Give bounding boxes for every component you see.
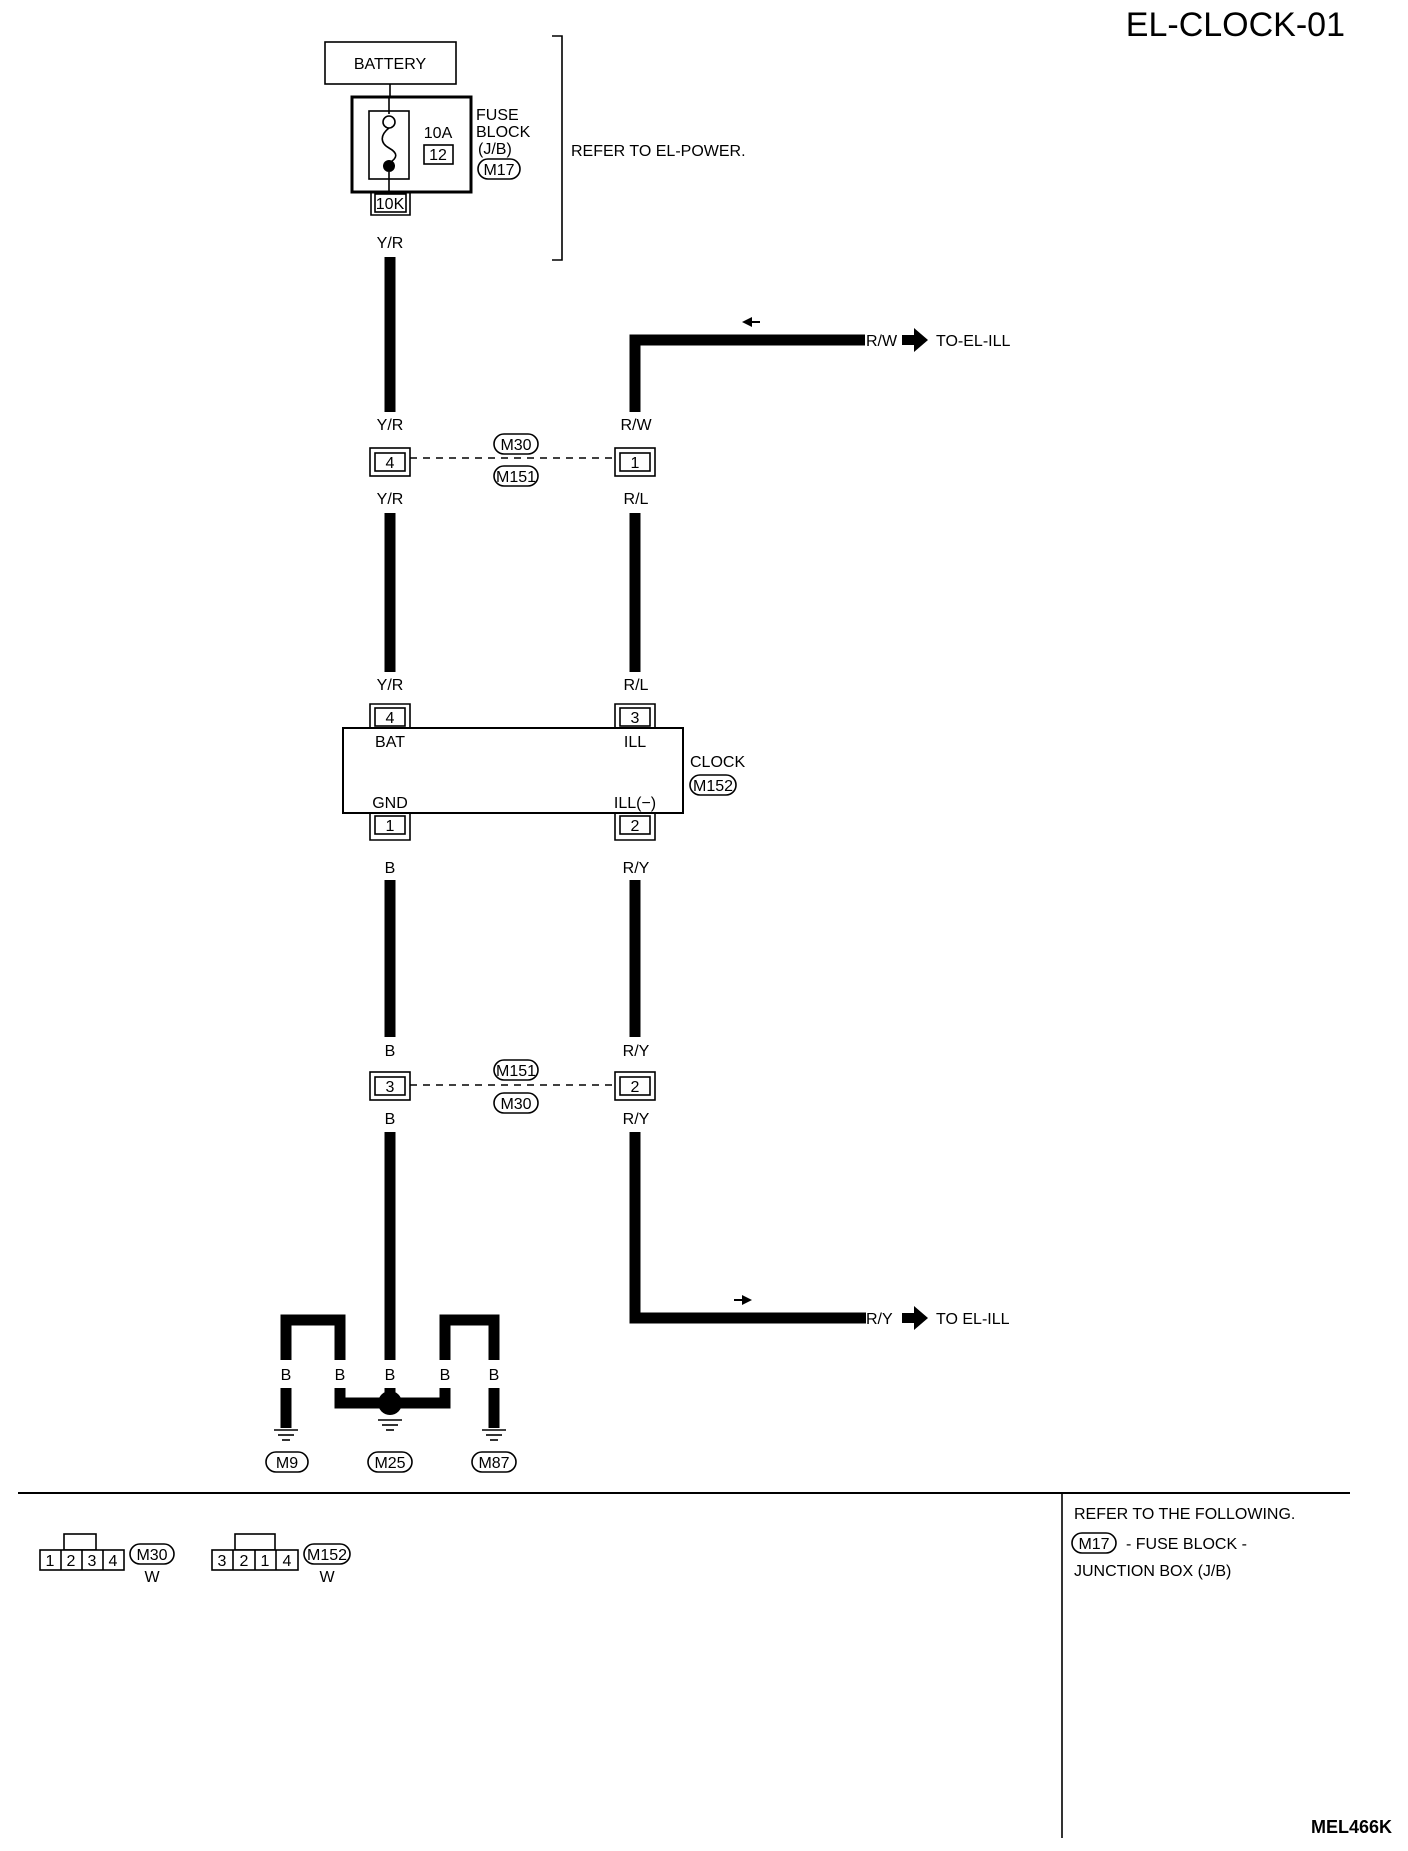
ground-m87: M87 — [478, 1455, 509, 1472]
ground-splice — [378, 1391, 402, 1415]
refer-heading: REFER TO THE FOLLOWING. — [1074, 1506, 1295, 1523]
ground-m9: M9 — [276, 1455, 298, 1472]
junction-top: 4 1 M30 M151 — [369, 433, 656, 487]
wire-label-ry-4: R/Y — [866, 1311, 893, 1328]
m152-pin-c: 1 — [261, 1553, 270, 1570]
wire-label-b-m9: B — [281, 1367, 292, 1384]
wire-label-ry-2: R/Y — [623, 1043, 650, 1060]
ground-loop-right — [439, 1314, 500, 1360]
fuse-label-line1: FUSE — [476, 107, 519, 124]
arrow-right-icon — [902, 1306, 928, 1330]
wire-label-rl-1: R/L — [624, 491, 649, 508]
wire-label-b-m25: B — [385, 1367, 396, 1384]
m30-id: M30 — [136, 1547, 167, 1564]
arrow-left-small — [742, 317, 760, 327]
m152-id: M152 — [307, 1547, 347, 1564]
refer-id-badge — [1071, 1532, 1117, 1554]
wire-label-b-4: B — [335, 1367, 346, 1384]
refer-line1: - FUSE BLOCK - — [1126, 1536, 1247, 1553]
ground-loop-left — [280, 1314, 346, 1360]
fuse-amperage: 10A — [424, 125, 453, 142]
m30-pin-2: 2 — [67, 1553, 76, 1570]
clock-pin-ill: 3 — [631, 710, 640, 727]
wire-label-b-m87: B — [489, 1367, 500, 1384]
connector-legend-m152: 3 2 1 4 M152 W — [211, 1533, 351, 1586]
clock-label-ill-neg: ILL(−) — [614, 795, 656, 812]
diagram-code: MEL466K — [1311, 1817, 1392, 1837]
fuse-block: 10A 12 — [350, 95, 473, 194]
clock-label-ill: ILL — [624, 734, 646, 751]
diagram-title: EL-CLOCK-01 — [1126, 6, 1345, 44]
wire-rw — [629, 334, 865, 412]
wire-ry-lower — [629, 1132, 866, 1324]
battery-label: BATTERY — [354, 56, 427, 73]
ground-symbol-m87: M87 — [471, 1429, 517, 1473]
wire-label-yr-2: Y/R — [377, 417, 404, 434]
wire-label-yr-4: Y/R — [377, 677, 404, 694]
junction-top-right-pin: 1 — [631, 455, 640, 472]
fuse-connector-badge — [477, 158, 521, 180]
wire-label-ry-1: R/Y — [623, 860, 650, 877]
m152-pin-d: 4 — [283, 1553, 292, 1570]
junction-bottom-left-pin: 3 — [386, 1079, 395, 1096]
junction-top-upper: M30 — [500, 437, 531, 454]
wire-label-yr-1: Y/R — [377, 235, 404, 252]
clock-unit: 4 3 BAT ILL GND ILL(−) 1 2 — [342, 703, 684, 841]
power-note: REFER TO EL-POWER. — [571, 143, 746, 160]
wire-label-rw-2: R/W — [620, 417, 652, 434]
arrow-right-icon — [902, 328, 928, 352]
junction-bottom-upper: M151 — [496, 1063, 536, 1080]
wire-label-b-1: B — [385, 860, 396, 877]
m30-pin-3: 3 — [88, 1553, 97, 1570]
wire-label-rw-1: R/W — [866, 333, 898, 350]
clock-connector-badge — [689, 774, 737, 796]
fuse-connector: M17 — [483, 162, 514, 179]
m30-color: W — [144, 1569, 160, 1586]
clock-label-bat: BAT — [375, 734, 405, 751]
connector-legend-m30: 1 2 3 4 M30 W — [39, 1533, 175, 1586]
arrow-right-small — [734, 1295, 752, 1305]
clock-label-gnd: GND — [372, 795, 408, 812]
clock-pin-gnd: 1 — [386, 818, 395, 835]
ground-m25: M25 — [374, 1455, 405, 1472]
ground-symbol-m25: M25 — [367, 1419, 413, 1473]
junction-top-left-pin: 4 — [386, 455, 395, 472]
to-ill-top: TO-EL-ILL — [936, 333, 1011, 350]
m30-pin-4: 4 — [109, 1553, 118, 1570]
wire-label-yr-3: Y/R — [377, 491, 404, 508]
wire-label-rl-2: R/L — [624, 677, 649, 694]
battery-box — [324, 41, 457, 85]
refer-id: M17 — [1078, 1536, 1109, 1553]
wire-label-b-3: B — [385, 1111, 396, 1128]
refer-line2: JUNCTION BOX (J/B) — [1074, 1563, 1231, 1580]
power-bracket — [552, 35, 563, 261]
clock-pin-ill-neg: 2 — [631, 818, 640, 835]
m152-pin-a: 3 — [218, 1553, 227, 1570]
fuse-label-line2: BLOCK — [476, 124, 531, 141]
fuse-label-line3: (J/B) — [478, 141, 512, 158]
junction-bottom-lower: M30 — [500, 1096, 531, 1113]
fuse-number: 12 — [429, 147, 447, 164]
junction-bottom: 3 2 M151 M30 — [369, 1059, 656, 1114]
ground-symbol-m9: M9 — [265, 1429, 309, 1473]
junction-bottom-right-pin: 2 — [631, 1079, 640, 1096]
wire-label-b-2: B — [385, 1043, 396, 1060]
clock-pin-bat: 4 — [386, 710, 395, 727]
wire-label-ry-3: R/Y — [623, 1111, 650, 1128]
wire-label-b-5: B — [440, 1367, 451, 1384]
m30-pin-1: 1 — [46, 1553, 55, 1570]
m152-pin-b: 2 — [240, 1553, 249, 1570]
junction-top-lower: M151 — [496, 469, 536, 486]
fuse-terminal: 10K — [376, 196, 405, 213]
to-ill-bottom: TO EL-ILL — [936, 1311, 1010, 1328]
m152-color: W — [319, 1569, 335, 1586]
clock-connector: M152 — [693, 778, 733, 795]
clock-name: CLOCK — [690, 754, 745, 771]
